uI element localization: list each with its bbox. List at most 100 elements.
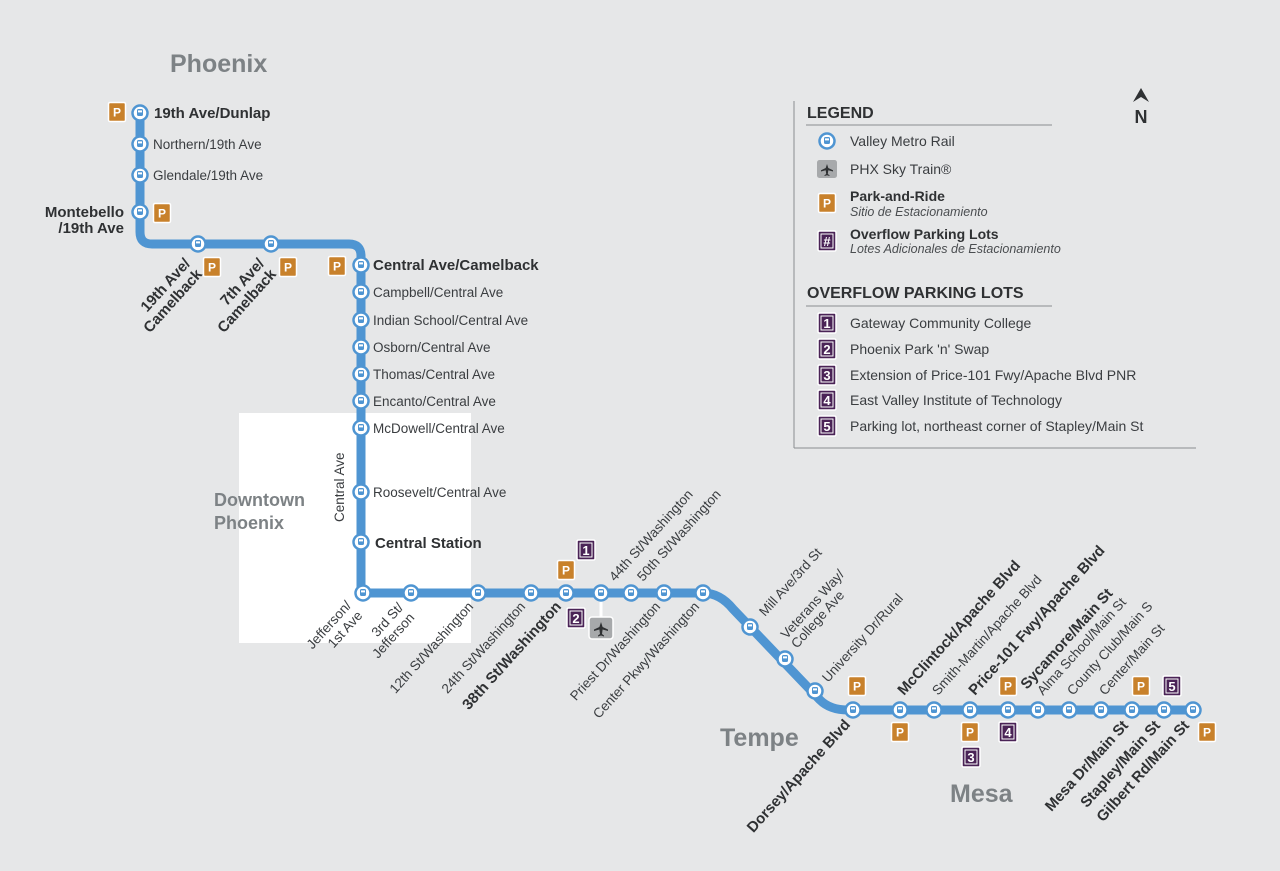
station-50th-washington[interactable] bbox=[622, 584, 640, 602]
station-44th-washington[interactable] bbox=[592, 584, 610, 602]
downtown-line-1: Downtown bbox=[214, 490, 305, 510]
park-badge-central-camelback: P bbox=[327, 255, 347, 277]
lot-5-name: Parking lot, northeast corner of Stapley… bbox=[850, 418, 1143, 434]
svg-text:3: 3 bbox=[823, 368, 830, 383]
city-phoenix: Phoenix bbox=[170, 50, 267, 78]
station-center-pkwy[interactable] bbox=[694, 584, 712, 602]
legend-sky-train-icon bbox=[817, 160, 837, 178]
station-price-101[interactable] bbox=[961, 701, 979, 719]
station-central-camelback[interactable] bbox=[352, 256, 370, 274]
label-roosevelt: Roosevelt/Central Ave bbox=[373, 485, 506, 500]
station-alma-school[interactable] bbox=[1029, 701, 1047, 719]
station-12th-washington[interactable] bbox=[469, 584, 487, 602]
station-mesa-dr[interactable] bbox=[1123, 701, 1141, 719]
legend-park-ride-sub: Sitio de Estacionamiento bbox=[850, 205, 988, 219]
legend-park-ride: Park-and-Ride bbox=[850, 188, 945, 204]
legend-park-icon: P bbox=[817, 192, 837, 214]
station-jefferson-1st[interactable] bbox=[354, 584, 372, 602]
lot-3-name: Extension of Price-101 Fwy/Apache Blvd P… bbox=[850, 367, 1136, 383]
station-encanto[interactable] bbox=[352, 392, 370, 410]
overflow-badge-3: 3 bbox=[961, 746, 981, 768]
downtown-line-2: Phoenix bbox=[214, 513, 284, 533]
station-3rd-jefferson[interactable] bbox=[402, 584, 420, 602]
overflow-badge-2: 2 bbox=[566, 607, 586, 629]
station-center-main[interactable] bbox=[1092, 701, 1110, 719]
station-7th-camelback[interactable] bbox=[262, 235, 280, 253]
station-roosevelt[interactable] bbox=[352, 483, 370, 501]
station-priest[interactable] bbox=[655, 584, 673, 602]
svg-text:P: P bbox=[823, 197, 831, 211]
station-university-dr[interactable] bbox=[806, 682, 824, 700]
svg-text:P: P bbox=[1203, 726, 1211, 740]
svg-text:P: P bbox=[284, 261, 292, 275]
park-badge-mcclintock: P bbox=[890, 721, 910, 743]
station-stapley[interactable] bbox=[1155, 701, 1173, 719]
north-arrow: N bbox=[1133, 88, 1149, 127]
legend: LEGEND Valley Metro Rail PHX Sky Train® … bbox=[793, 101, 1196, 449]
station-veterans-way[interactable] bbox=[776, 650, 794, 668]
station-thomas[interactable] bbox=[352, 365, 370, 383]
lot-2-name: Phoenix Park 'n' Swap bbox=[850, 341, 989, 357]
park-ride-badges: P P P P P P P P P P P P bbox=[107, 101, 1217, 743]
north-label: N bbox=[1135, 107, 1148, 127]
park-badge-sycamore: P bbox=[998, 675, 1018, 697]
city-tempe: Tempe bbox=[720, 724, 799, 752]
park-badge-center-main: P bbox=[1131, 675, 1151, 697]
svg-text:3: 3 bbox=[967, 750, 974, 765]
station-glendale[interactable] bbox=[131, 166, 149, 184]
label-sycamore: Sycamore/Main St bbox=[1017, 585, 1116, 692]
label-mcdowell: McDowell/Central Ave bbox=[373, 421, 505, 436]
station-northern[interactable] bbox=[131, 135, 149, 153]
svg-text:P: P bbox=[966, 726, 974, 740]
sky-train-station[interactable] bbox=[588, 616, 614, 640]
label-indian-school: Indian School/Central Ave bbox=[373, 313, 528, 328]
street-label-central-ave: Central Ave bbox=[332, 452, 347, 522]
station-dorsey[interactable] bbox=[844, 701, 862, 719]
legend-title: LEGEND bbox=[807, 105, 874, 122]
lot-3-icon: 3 bbox=[817, 364, 837, 386]
legend-rail: Valley Metro Rail bbox=[850, 133, 955, 149]
svg-text:P: P bbox=[113, 106, 121, 120]
svg-text:2: 2 bbox=[823, 342, 830, 357]
label-19th-camelback: 19th Ave/ Camelback bbox=[137, 255, 206, 337]
north-arrow-icon bbox=[1133, 88, 1149, 102]
overflow-badge-1: 1 bbox=[576, 539, 596, 561]
station-38th-washington[interactable] bbox=[557, 584, 575, 602]
svg-text:P: P bbox=[1004, 680, 1012, 694]
station-county-club[interactable] bbox=[1060, 701, 1078, 719]
legend-overflow-sub: Lotes Adicionales de Estacionamiento bbox=[850, 242, 1061, 256]
legend-overflow: Overflow Parking Lots bbox=[850, 226, 999, 242]
label-northern: Northern/19th Ave bbox=[153, 137, 262, 152]
station-24th-washington[interactable] bbox=[522, 584, 540, 602]
station-smith-martin[interactable] bbox=[925, 701, 943, 719]
station-campbell[interactable] bbox=[352, 283, 370, 301]
label-osborn: Osborn/Central Ave bbox=[373, 340, 491, 355]
station-mill-ave[interactable] bbox=[741, 618, 759, 636]
svg-text:4: 4 bbox=[823, 393, 831, 408]
svg-text:P: P bbox=[158, 207, 166, 221]
lot-4-name: East Valley Institute of Technology bbox=[850, 392, 1062, 408]
park-badge-38th: P bbox=[556, 559, 576, 581]
station-sycamore[interactable] bbox=[999, 701, 1017, 719]
station-central-station[interactable] bbox=[352, 533, 370, 551]
lot-1-icon: 1 bbox=[817, 312, 837, 334]
svg-text:1: 1 bbox=[582, 543, 589, 558]
airplane-icon bbox=[594, 622, 608, 637]
station-mcdowell[interactable] bbox=[352, 419, 370, 437]
station-mcclintock[interactable] bbox=[891, 701, 909, 719]
station-gilbert-rd[interactable] bbox=[1184, 701, 1202, 719]
station-indian-school[interactable] bbox=[352, 311, 370, 329]
label-central-station: Central Station bbox=[375, 535, 482, 552]
station-montebello[interactable] bbox=[131, 203, 149, 221]
legend-airplane-icon bbox=[821, 164, 833, 176]
overflow-lots-title: OVERFLOW PARKING LOTS bbox=[807, 285, 1024, 302]
station-19th-ave-dunlap[interactable] bbox=[131, 104, 149, 122]
station-19th-camelback[interactable] bbox=[189, 235, 207, 253]
city-mesa: Mesa bbox=[950, 780, 1014, 808]
svg-text:4: 4 bbox=[1004, 725, 1012, 740]
park-badge-7th-camelback: P bbox=[278, 256, 298, 278]
lot-5-icon: 5 bbox=[817, 415, 837, 437]
station-osborn[interactable] bbox=[352, 338, 370, 356]
park-badge-dorsey: P bbox=[847, 675, 867, 697]
